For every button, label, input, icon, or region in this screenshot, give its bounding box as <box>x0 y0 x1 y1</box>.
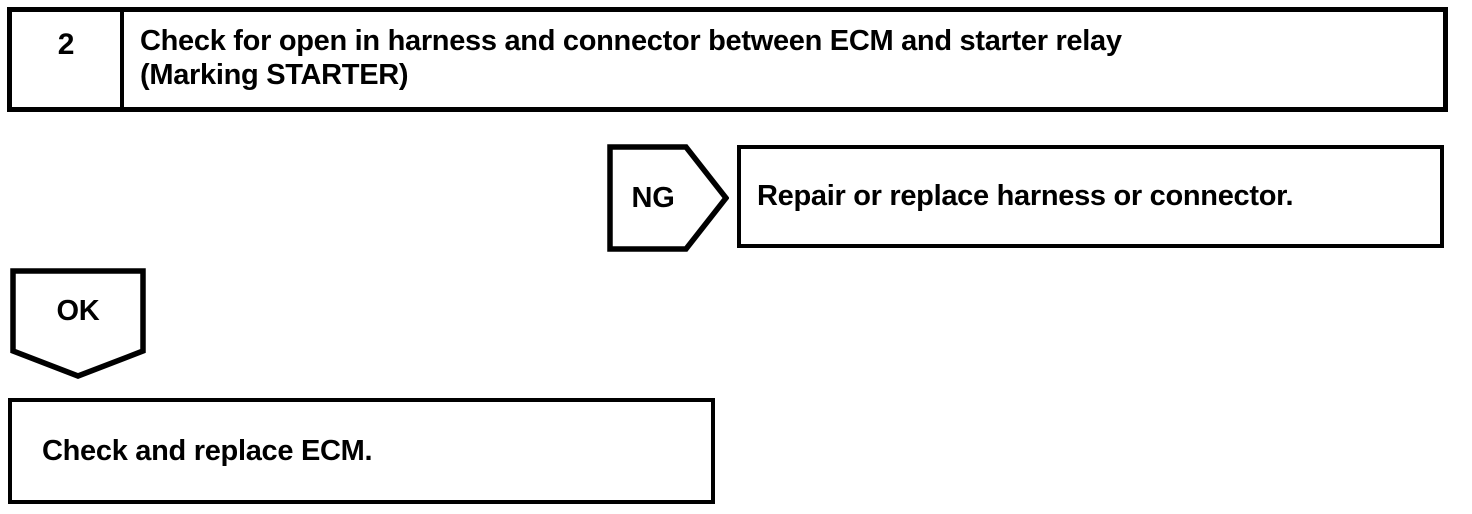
ok-action-box: Check and replace ECM. <box>8 398 715 504</box>
ok-action-text: Check and replace ECM. <box>42 434 373 467</box>
ng-connector-label: NG <box>631 181 675 214</box>
step-instruction-line2: (Marking STARTER) <box>140 59 409 91</box>
step-box: 2 Check for open in harness and connecto… <box>7 7 1448 112</box>
ng-action-box: Repair or replace harness or connector. <box>737 145 1444 248</box>
ok-connector: OK <box>10 268 146 380</box>
ng-connector: NG <box>607 144 729 252</box>
right-arrow-pentagon-icon <box>607 144 729 252</box>
down-arrow-pentagon-icon <box>10 268 146 379</box>
ng-action-text: Repair or replace harness or connector. <box>757 180 1294 212</box>
step-number: 2 <box>12 12 124 107</box>
step-instruction-line1: Check for open in harness and connector … <box>140 25 1122 57</box>
ok-connector-label: OK <box>56 294 100 327</box>
step-instruction: Check for open in harness and connector … <box>124 12 1443 107</box>
